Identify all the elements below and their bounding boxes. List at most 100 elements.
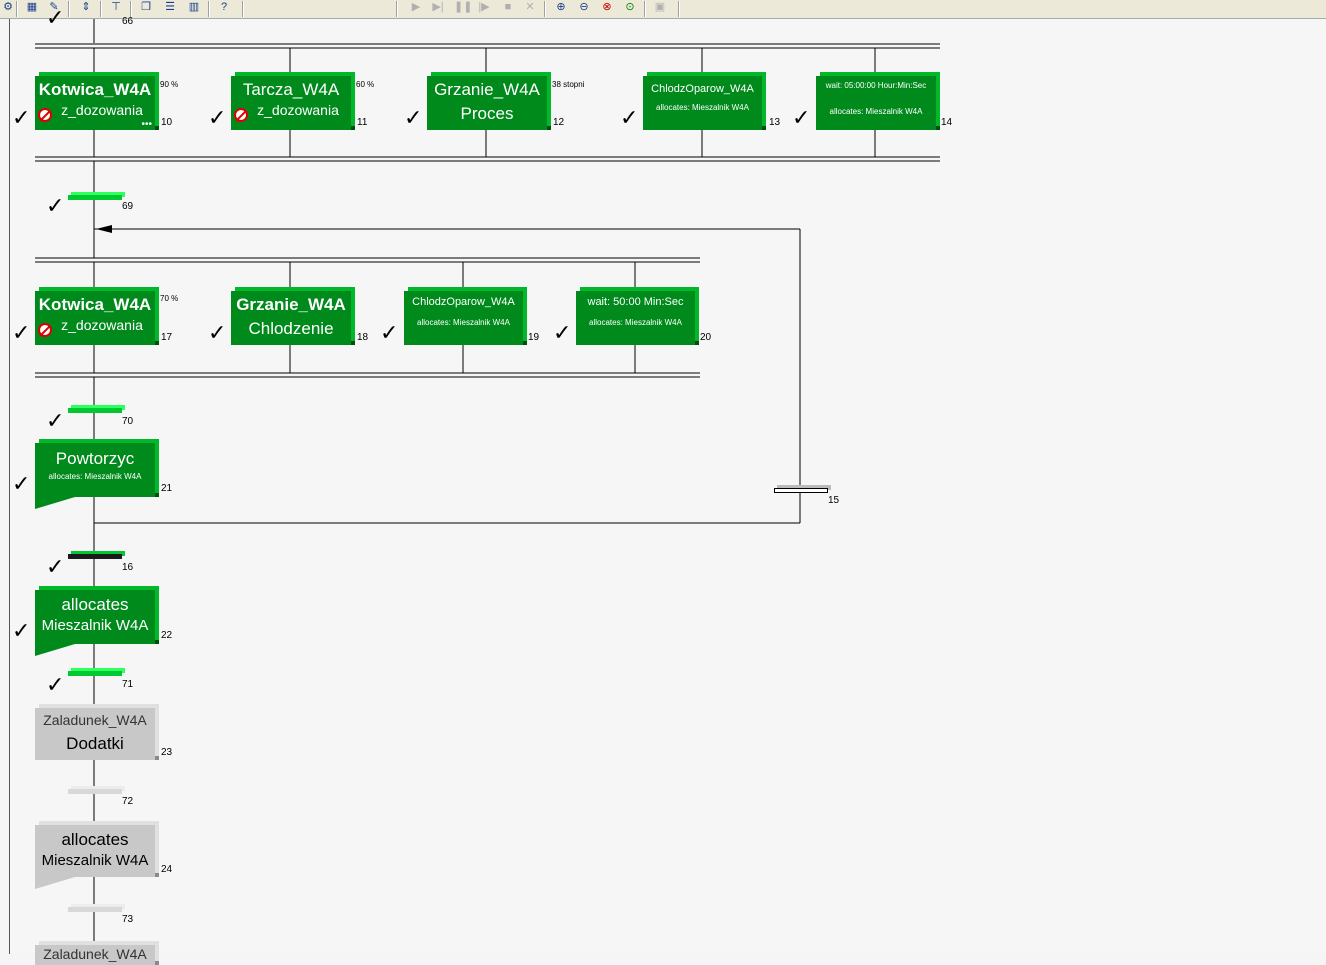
step-allocates-22[interactable]: allocates Mieszalnik W4A [35,590,155,656]
step-wait-20[interactable]: wait: 50:00 Min:Sec allocates: Mieszalni… [576,291,695,345]
sfc-diagram-canvas[interactable]: ✓ 66 ✓ Kotwica_W4A z_dozowania ••• 90 % … [9,7,1326,965]
transition-72[interactable] [68,789,122,794]
transition-number: 71 [122,679,134,690]
check-icon: ✓ [12,105,31,130]
toolbar: ⚙ ▦ ✎ ⇕ ⊤ ❐ ☰ ▥ ? ▶ ▶| ❚❚ |▶ ■ ✕ ⊕ ⊖ ⊗ ⊙… [0,0,1326,19]
transition-69[interactable] [68,195,122,200]
step-number: 24 [161,864,173,875]
abort-icon[interactable]: ✕ [525,1,535,13]
step-param: 90 % [160,80,179,89]
brush-icon[interactable]: ✎ [49,1,59,13]
step-over-icon[interactable]: |▶ [478,1,490,13]
columns-icon[interactable]: ▥ [188,1,200,13]
toolbar-separator [242,1,244,17]
check-icon: ✓ [792,105,811,130]
transition-73[interactable] [68,907,122,912]
toolbar-separator [68,1,70,17]
step-subtitle: Dodatki [66,734,124,753]
step-powtorzyc-21[interactable]: Powtorzyc allocates: Mieszalnik W4A [35,443,155,509]
toolbar-separator [644,1,646,17]
toolbar-separator [678,1,680,17]
check-icon: ✓ [46,408,65,433]
check-icon: ✓ [12,471,31,496]
step-number: 19 [528,332,540,343]
step-icon[interactable]: ▶| [432,1,444,13]
step-subtitle: Mieszalnik W4A [41,617,149,634]
step-flag [35,644,75,656]
step-allocates-24[interactable]: allocates Mieszalnik W4A [35,825,155,889]
step-kotwica-10[interactable]: Kotwica_W4A z_dozowania ••• [35,76,155,130]
step-param: 60 % [356,80,375,89]
help-icon[interactable]: ? [220,1,228,13]
transition-number: 70 [122,416,134,427]
transition-15[interactable] [774,488,828,493]
pause-icon[interactable]: ❚❚ [454,1,473,13]
palette-icon[interactable]: ▦ [26,1,38,13]
step-kotwica-17[interactable]: Kotwica_W4A z_dozowania [35,291,155,345]
more-dots-icon: ••• [141,119,152,130]
screenshot-icon[interactable]: ▣ [654,1,666,13]
transition-number: 69 [122,201,134,212]
settings-icon[interactable]: ⚙ [3,1,13,13]
step-zaladunek-23[interactable]: Zaladunek_W4A Dodatki [35,708,155,760]
check-icon: ✓ [208,105,227,130]
check-icon: ✓ [404,105,423,130]
step-number: 12 [553,117,565,128]
transition-number: 73 [122,914,134,925]
zoom-in-icon[interactable]: ⊕ [556,1,566,13]
step-number: 18 [357,332,369,343]
step-subtitle: Chlodzenie [248,319,334,338]
step-number: 66 [122,16,134,27]
play-icon[interactable]: ▶ [411,1,421,13]
connection-lines [35,19,940,944]
step-param: 38 stopni [552,80,585,89]
step-title: Zaladunek_W4A [43,712,147,728]
step-number: 17 [161,332,173,343]
step-subtitle: allocates: Mieszalnik W4A [829,107,923,116]
transition-number: 72 [122,796,134,807]
no-entry-icon [38,108,52,122]
step-title: Grzanie_W4A [434,80,540,99]
step-chlodzoparow-13[interactable]: ChlodzOparow_W4A allocates: Mieszalnik W… [643,76,762,130]
transition-70[interactable] [68,408,122,413]
step-number: 20 [700,332,712,343]
step-wait-14[interactable]: wait: 05:00:00 Hour:Min:Sec allocates: M… [816,76,936,130]
step-zaladunek-partial[interactable]: Zaladunek_W4A [35,945,155,965]
check-icon: ✓ [208,320,227,345]
step-grzanie-18[interactable]: Grzanie_W4A Chlodzenie [231,291,351,345]
transition-16[interactable] [68,554,122,559]
split-icon[interactable]: ☰ [165,1,175,13]
windows-icon[interactable]: ❐ [141,1,151,13]
check-icon: ✓ [12,618,31,643]
tree-icon[interactable]: ⊤ [111,1,121,13]
check-icon: ✓ [12,320,31,345]
step-title: ChlodzOparow_W4A [651,83,754,95]
toolbar-separator [396,1,398,17]
check-icon: ✓ [46,672,65,697]
step-number: 13 [769,117,781,128]
no-entry-icon [234,108,248,122]
step-param: 70 % [160,294,179,303]
stop-icon[interactable]: ■ [504,1,512,13]
step-number: 14 [941,117,953,128]
transition-71[interactable] [68,671,122,676]
align-icon[interactable]: ⇕ [81,1,91,13]
step-chlodzoparow-19[interactable]: ChlodzOparow_W4A allocates: Mieszalnik W… [404,291,523,345]
step-number: 22 [161,630,173,641]
step-tarcza-11[interactable]: Tarcza_W4A z_dozowania [231,76,351,130]
transition-number: 15 [828,495,840,506]
step-grzanie-12[interactable]: Grzanie_W4A Proces [427,76,547,130]
toolbar-separator [100,1,102,17]
check-icon: ✓ [620,105,639,130]
check-icon: ✓ [380,320,399,345]
step-subtitle: allocates: Mieszalnik W4A [656,103,749,112]
zoom-out-icon[interactable]: ⊖ [579,1,589,13]
toolbar-separator [208,1,210,17]
step-flag [35,497,75,509]
zoom-reset-icon[interactable]: ⊗ [602,1,612,13]
check-icon: ✓ [46,5,65,30]
zoom-fit-icon[interactable]: ⊙ [625,1,635,13]
step-subtitle: z_dozowania [61,102,143,118]
step-number: 23 [161,747,173,758]
step-title: wait: 05:00:00 Hour:Min:Sec [825,81,927,90]
